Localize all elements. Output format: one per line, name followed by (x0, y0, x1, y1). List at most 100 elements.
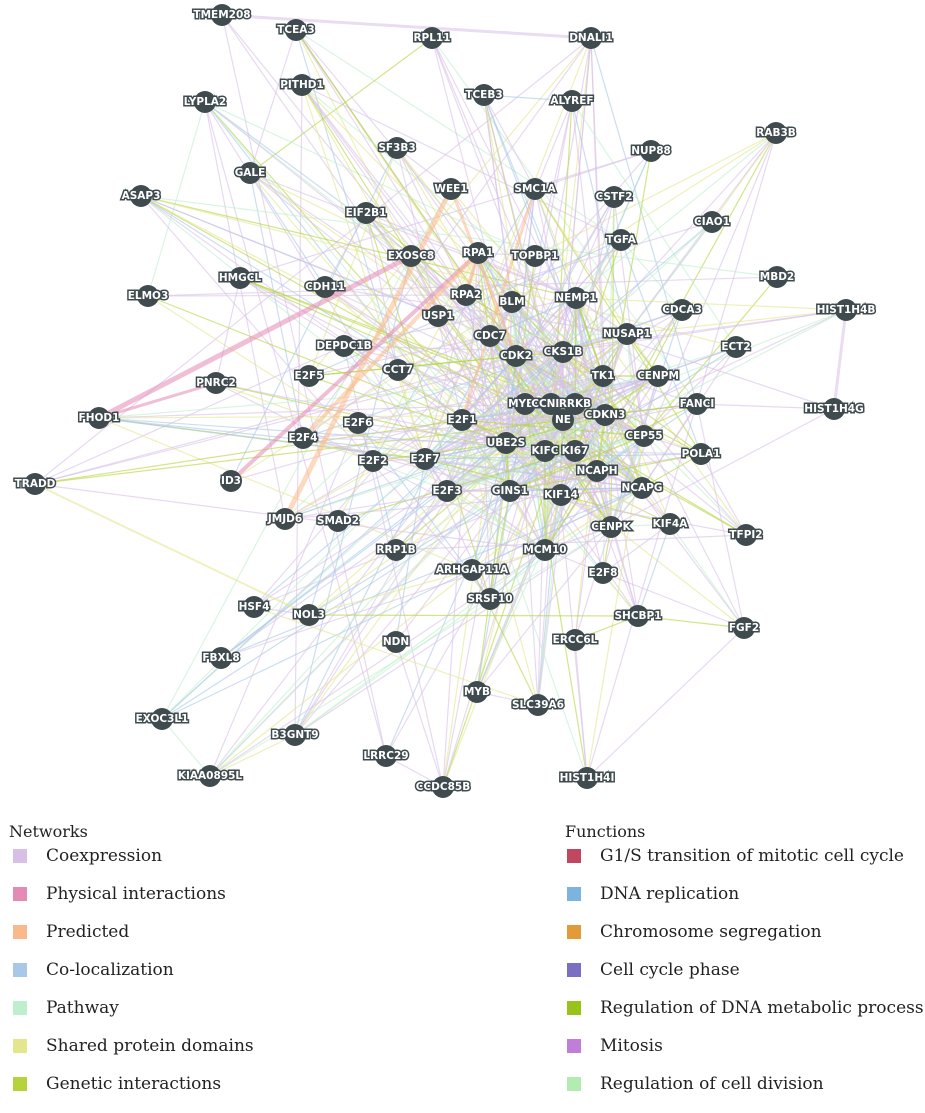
gene-node-circle (561, 90, 583, 112)
gene-node-label: ALYREF (550, 95, 593, 107)
gene-node-e2f5: E2F5 (293, 365, 325, 387)
network-edge (308, 147, 398, 377)
gene-node-tcea3: TCEA3 (276, 19, 316, 41)
gene-node-circle (540, 393, 562, 415)
gene-node-label: BLM (499, 296, 524, 308)
gene-node-ercc6l: ERCC6L (551, 629, 599, 651)
network-edge (641, 403, 698, 489)
gene-node-circle (210, 647, 232, 669)
network-edge (209, 549, 546, 777)
gene-node-label: EXOC3L1 (136, 713, 189, 725)
networks-legend-title: Networks (9, 822, 88, 841)
gene-node-circle (427, 305, 449, 327)
network-edge-strong (229, 251, 480, 483)
gene-node-label: PITHD1 (280, 79, 324, 91)
gene-node-label: USP1 (422, 310, 453, 322)
network-edge (509, 414, 606, 492)
gene-node-circle (385, 631, 407, 653)
gene-node-tk1: TK1 (590, 365, 616, 387)
gene-node-exosc8: EXOSC8 (386, 245, 436, 267)
gene-node-label: FBXL8 (202, 652, 239, 664)
network-edge (161, 487, 643, 720)
gene-node-e2f3: E2F3 (431, 480, 463, 502)
network-edge (511, 301, 604, 377)
gene-node-label: TK1 (592, 370, 615, 382)
network-edge (209, 422, 359, 777)
gene-node-sf3b3: SF3B3 (377, 137, 417, 159)
gene-node-label: E2F5 (295, 370, 324, 382)
gene-node-ccnb1: CCNB1 (530, 393, 572, 415)
gene-node-label: NOL3 (293, 609, 325, 621)
networks-legend-item: Genetic interactions (13, 1073, 221, 1095)
network-edge (696, 403, 745, 629)
gene-node-label: CDH11 (305, 281, 345, 293)
legend-label: Mitosis (600, 1036, 663, 1056)
gene-node-label: DNALI1 (569, 32, 613, 44)
gene-node-blm: BLM (498, 291, 526, 313)
network-edge (209, 734, 296, 777)
network-edge (220, 442, 507, 659)
network-edge (509, 470, 598, 492)
gene-node-nol3: NOL3 (292, 604, 326, 626)
gene-node-circle (823, 398, 845, 420)
gene-node-circle (733, 617, 755, 639)
gene-node-kif4a: KIF4A (651, 513, 690, 535)
network-edge (574, 470, 598, 641)
legend-label: Genetic interactions (46, 1074, 222, 1094)
gene-node-exoc3l1: EXOC3L1 (134, 708, 190, 730)
network-edge (253, 606, 539, 706)
network-edge (308, 450, 546, 616)
gene-node-label: NE (555, 414, 571, 426)
gene-node-circle (387, 359, 409, 381)
gene-node-ncaph: NCAPH (575, 460, 619, 482)
gene-node-circle (564, 440, 586, 462)
gene-node-circle (461, 559, 483, 581)
gene-node-label: ERCC6L (553, 634, 598, 646)
gene-node-label: HIST1H4B (817, 304, 876, 316)
network-edge-strong (97, 253, 413, 421)
gene-node-label: RRKB (559, 398, 591, 410)
gene-node-label: E2F4 (289, 432, 318, 444)
gene-node-label: ID3 (221, 475, 241, 487)
network-edge (586, 132, 777, 779)
networks-legend-item: Co-localization (13, 959, 174, 981)
network-edge (397, 335, 491, 371)
networks-legend-item: Shared protein domains (13, 1035, 254, 1057)
gene-node-topbp1: TOPBP1 (510, 245, 560, 267)
gene-node-label: TFPI2 (729, 529, 762, 541)
network-edge (161, 221, 713, 720)
network-edge-strong (301, 251, 480, 440)
network-edge (446, 435, 645, 492)
gene-node-cenpk: CENPK (590, 516, 633, 538)
gene-node-circle (534, 539, 556, 561)
network-edge (509, 435, 645, 492)
gene-node-label: NUP88 (631, 145, 671, 157)
gene-node-asap3: ASAP3 (120, 185, 162, 207)
network-edge (669, 523, 745, 629)
gene-node-hmgcl: HMGCL (217, 267, 263, 289)
legend-swatch (13, 1001, 27, 1015)
network-edge (302, 419, 564, 439)
gene-node-circle (514, 393, 536, 415)
gene-node-e2f6: E2F6 (342, 412, 374, 434)
gene-node-circle (479, 588, 501, 610)
network-edge (295, 29, 622, 241)
gene-node-circle (633, 425, 655, 447)
network-edge (302, 369, 399, 439)
gene-node-label: E2F1 (448, 414, 477, 426)
gene-node-label: HMGCL (219, 272, 262, 284)
gene-node-circle (292, 427, 314, 449)
functions-legend-item: Mitosis (567, 1035, 663, 1057)
network-edge (476, 494, 562, 693)
network-edge (294, 526, 612, 736)
network-edge (483, 94, 536, 190)
gene-node-label: CENPK (591, 521, 631, 533)
legend-label: Shared protein domains (46, 1036, 254, 1056)
gene-node-label: RAB3B (756, 127, 796, 139)
gene-node-label: KI67 (562, 445, 589, 457)
gene-node-ndn: NDN (381, 631, 411, 653)
gene-node-cep55: CEP55 (624, 425, 664, 447)
network-edge (357, 422, 507, 444)
network-edge-strong (832, 309, 848, 410)
